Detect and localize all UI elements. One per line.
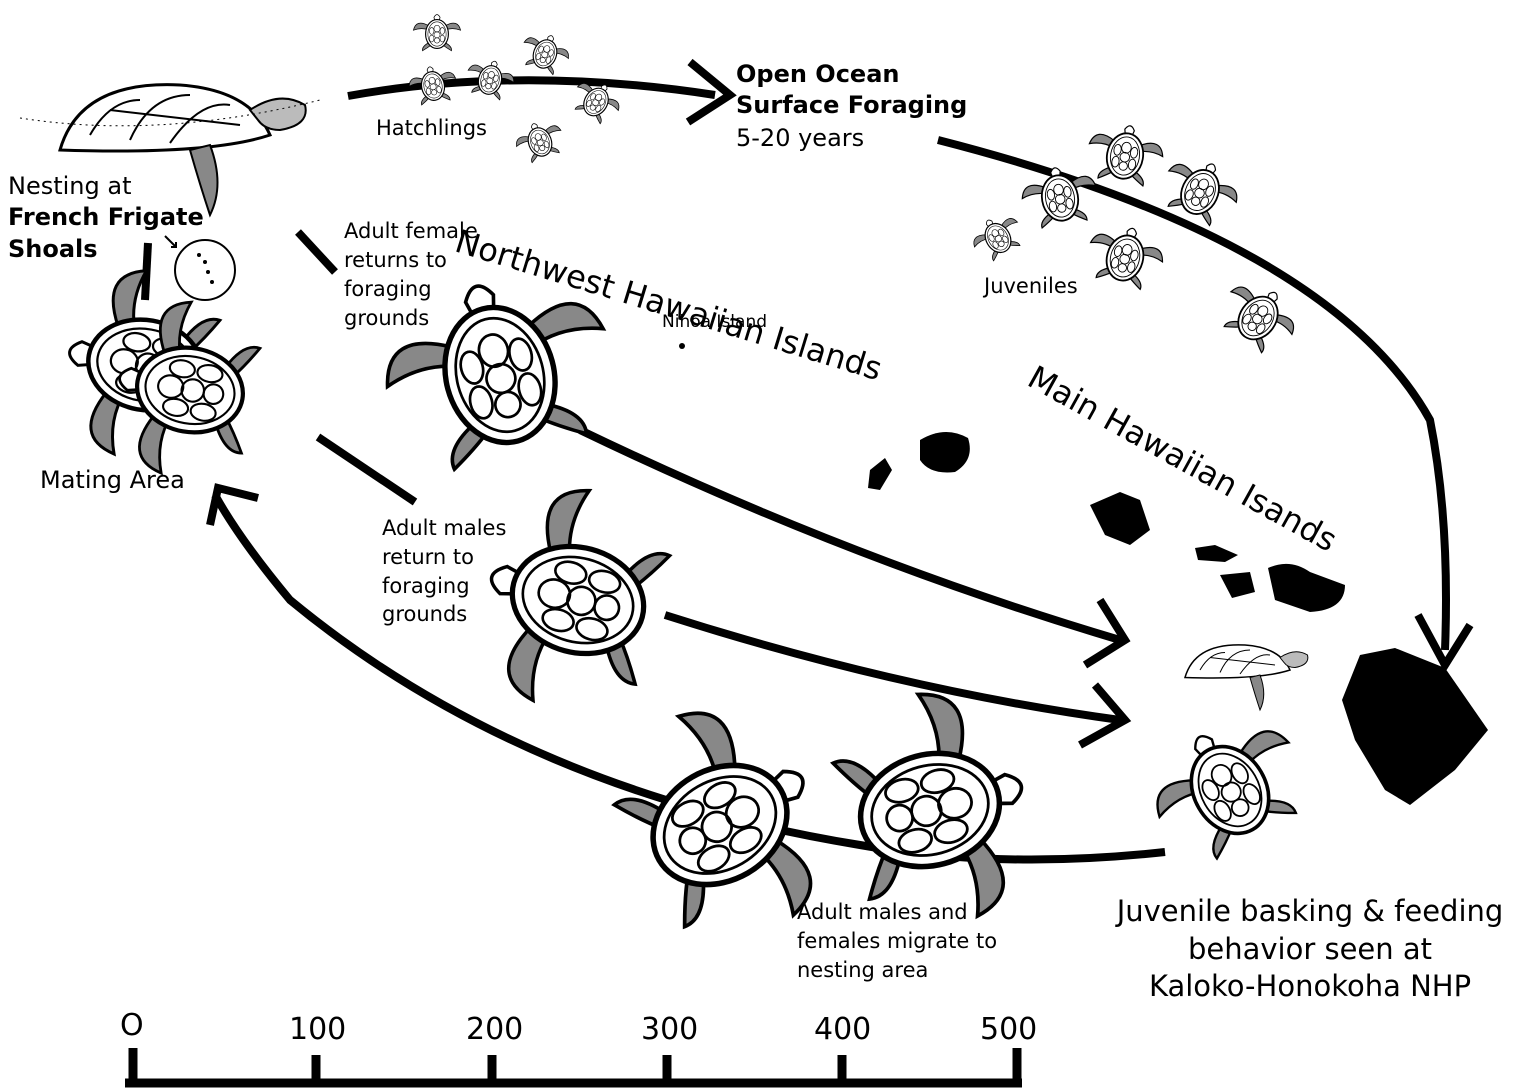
- hatchling-turtle-icon: [517, 28, 574, 78]
- male-return-label-1: Adult males: [382, 516, 506, 542]
- scale-tick-300: 300: [641, 1012, 698, 1047]
- surface-foraging-label: Surface Foraging: [736, 91, 967, 120]
- french-frigate-shoals-inset: [165, 236, 235, 300]
- adult-turtle-icon: [464, 472, 681, 725]
- male-return-label-2: return to: [382, 545, 474, 571]
- male-return-label-4: grounds: [382, 602, 467, 628]
- scale-tick-400: 400: [814, 1012, 871, 1047]
- migrate-label-1: Adult males and: [797, 900, 968, 926]
- female-leave-path: [298, 232, 335, 272]
- basking-caption: Juvenile basking & feeding behavior seen…: [1100, 893, 1520, 1006]
- scale-tick-200: 200: [466, 1012, 523, 1047]
- basking-caption-line-1: Juvenile basking & feeding: [1100, 893, 1520, 931]
- island-icon: [920, 432, 970, 473]
- mating-area-label: Mating Area: [40, 466, 185, 495]
- basking-turtle-icon: [1185, 645, 1308, 710]
- open-ocean-label: Open Ocean: [736, 60, 900, 89]
- island-icon: [1220, 572, 1255, 598]
- hatchling-path: [348, 80, 715, 96]
- nesting-site-label-2: Shoals: [8, 235, 98, 264]
- migrate-label-3: nesting area: [797, 958, 928, 984]
- juvenile-turtles: [966, 119, 1306, 361]
- scale-tick-0: O: [120, 1008, 144, 1043]
- island-icon: [1090, 492, 1150, 545]
- island-icon: [1342, 648, 1488, 805]
- basking-caption-line-3: Kaloko-Honokoha NHP: [1100, 968, 1520, 1006]
- nesting-site-label: French Frigate: [8, 203, 204, 232]
- migrate-label-2: females migrate to: [797, 929, 997, 955]
- hatchling-turtle-icon: [413, 15, 460, 51]
- basking-caption-line-2: behavior seen at: [1100, 931, 1520, 969]
- male-return-label-3: foraging: [382, 574, 470, 600]
- pointer-arrow-icon: [165, 236, 176, 247]
- juvenile-turtle-icon: [1018, 161, 1101, 230]
- scale-tick-500: 500: [980, 1012, 1037, 1047]
- hatchlings-label: Hatchlings: [376, 116, 487, 142]
- male-leave-path: [318, 437, 415, 502]
- hatchling-turtle-icon: [511, 116, 568, 166]
- island-icon: [679, 343, 685, 349]
- female-return-path: [580, 430, 1120, 640]
- juvenile-path: [938, 140, 1446, 650]
- scale-tick-100: 100: [289, 1012, 346, 1047]
- hatchling-turtles: [406, 15, 626, 166]
- island-icon: [1268, 564, 1345, 612]
- nesting-label: Nesting at: [8, 172, 132, 201]
- years-label: 5-20 years: [736, 124, 864, 153]
- scale-bar: [125, 1048, 1022, 1087]
- mating-turtles-icon: [54, 260, 266, 486]
- basking-turtle-icon: [1135, 700, 1321, 873]
- island-icon: [868, 458, 892, 490]
- island-icon: [1195, 545, 1238, 562]
- juveniles-label: Juveniles: [984, 274, 1078, 300]
- female-return-label-2: returns to: [344, 248, 447, 274]
- male-return-path: [665, 615, 1120, 720]
- female-return-label-3: foraging: [344, 277, 432, 303]
- female-return-label-1: Adult female: [344, 219, 478, 245]
- juvenile-turtle-icon: [1082, 219, 1169, 293]
- female-return-label-4: grounds: [344, 306, 429, 332]
- juvenile-turtle-icon: [966, 208, 1028, 266]
- juvenile-turtle-icon: [1084, 119, 1167, 188]
- nihoa-label: Nihoa Island: [662, 312, 767, 333]
